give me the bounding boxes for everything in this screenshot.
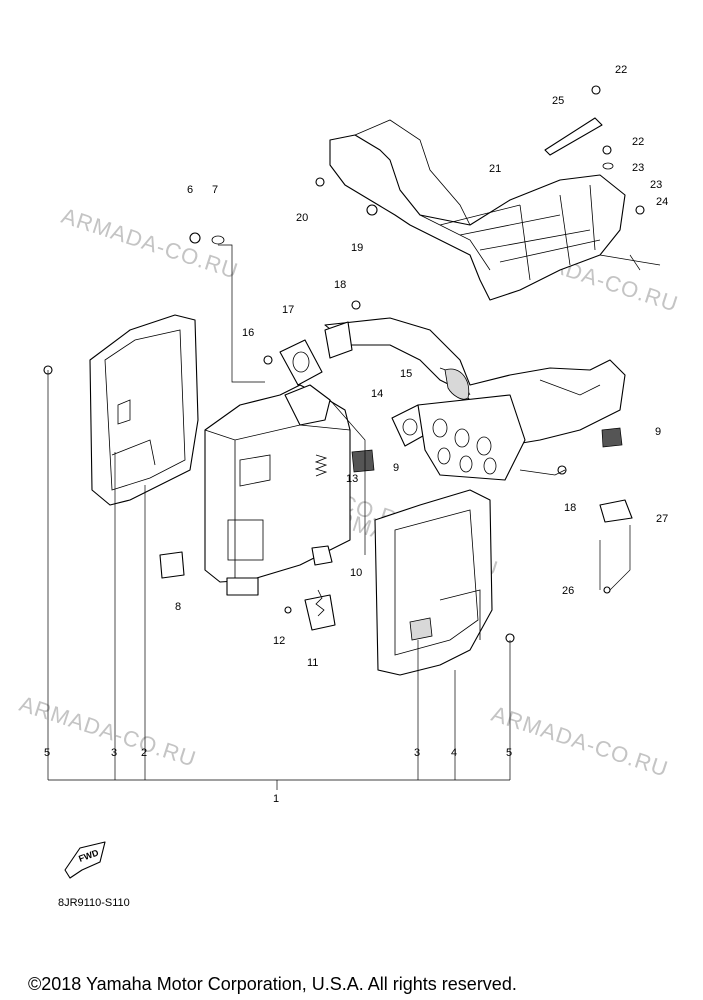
part-number-18: 18 <box>564 502 576 514</box>
part-number-labels: 1 2 3 3 4 5 5 6 7 8 9 9 10 11 12 13 14 1… <box>44 64 668 805</box>
part-number-24: 24 <box>656 196 668 208</box>
part-number-14: 14 <box>371 388 383 400</box>
part-number-22: 22 <box>632 136 644 148</box>
part-number-13: 13 <box>346 473 358 485</box>
exhaust-manifold <box>324 317 626 446</box>
part-number-10: 10 <box>350 567 362 579</box>
part-number-18: 18 <box>334 279 346 291</box>
watermark: ARMADA-CO.RU <box>16 691 199 772</box>
part-number-2: 2 <box>141 747 147 759</box>
part-number-1: 1 <box>273 793 279 805</box>
rear-bracket <box>599 427 633 523</box>
diagram-code: 8JR9110-S110 <box>58 897 130 909</box>
part-number-3: 3 <box>414 747 420 759</box>
part-number-16: 16 <box>242 327 254 339</box>
forward-direction-arrow: FWD <box>64 841 106 879</box>
spring-bracket <box>304 589 336 631</box>
clip <box>159 551 185 579</box>
part-number-9: 9 <box>655 426 661 438</box>
manifold-flange <box>417 394 526 481</box>
part-number-8: 8 <box>175 601 181 613</box>
part-number-5: 5 <box>506 747 512 759</box>
spring <box>314 454 328 477</box>
part-number-23: 23 <box>632 162 644 174</box>
watermark: ARMADA-CO.RU <box>488 701 671 782</box>
exhaust-gasket <box>279 321 353 386</box>
part-number-5: 5 <box>44 747 50 759</box>
part-number-19: 19 <box>351 242 363 254</box>
damper <box>311 545 333 566</box>
muffler <box>204 384 351 596</box>
part-number-23: 23 <box>650 179 662 191</box>
part-number-22: 22 <box>615 64 627 76</box>
part-number-3: 3 <box>111 747 117 759</box>
part-number-26: 26 <box>562 585 574 597</box>
leader-lines <box>47 244 661 790</box>
part-number-15: 15 <box>400 368 412 380</box>
right-heat-shield <box>374 489 493 676</box>
part-number-6: 6 <box>187 184 193 196</box>
part-number-11: 11 <box>307 657 318 669</box>
stay-rod <box>544 117 603 156</box>
rubber-mount <box>351 449 375 473</box>
left-heat-shield <box>89 314 199 506</box>
part-number-25: 25 <box>552 95 564 107</box>
part-number-20: 20 <box>296 212 308 224</box>
part-number-27: 27 <box>656 513 668 525</box>
part-number-9: 9 <box>393 462 399 474</box>
part-number-7: 7 <box>212 184 218 196</box>
copyright-notice: ©2018 Yamaha Motor Corporation, U.S.A. A… <box>28 974 517 994</box>
part-number-4: 4 <box>451 747 457 759</box>
part-number-21: 21 <box>489 163 501 175</box>
part-number-17: 17 <box>282 304 294 316</box>
part-number-12: 12 <box>273 635 285 647</box>
